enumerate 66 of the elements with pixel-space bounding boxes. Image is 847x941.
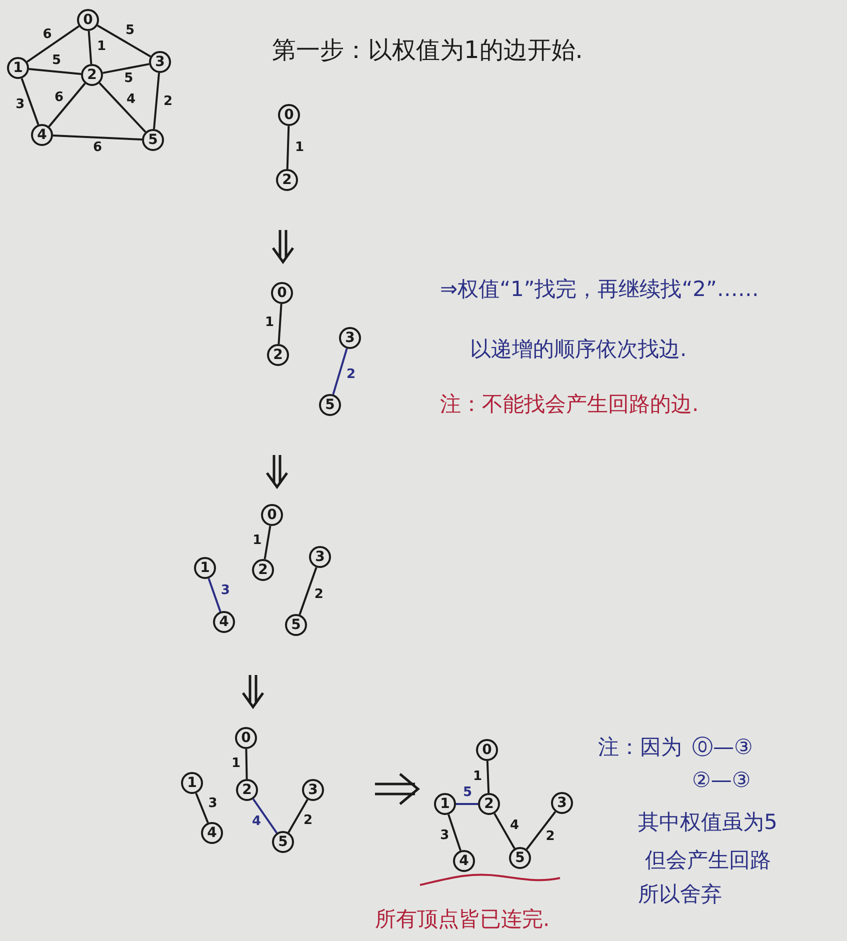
edge-line	[526, 811, 556, 850]
edge-line	[48, 82, 86, 128]
edge-line	[278, 304, 282, 344]
edge-line	[486, 760, 490, 794]
note-text: 所有顶点皆已连完.	[375, 906, 550, 933]
note-text: ②—③	[692, 768, 751, 792]
edge-line	[448, 814, 462, 851]
edge-line	[288, 799, 308, 833]
note-text: ⓪—③	[692, 734, 753, 761]
vertex-circle: 4	[31, 124, 53, 146]
edge-line	[456, 803, 478, 805]
vertex-circle: 3	[339, 327, 361, 349]
vertex-circle: 4	[453, 850, 475, 872]
note-text: 注：不能找会产生回路的边.	[440, 391, 699, 418]
vertex-circle: 3	[149, 51, 171, 73]
vertex-circle: 4	[201, 822, 223, 844]
vertex-circle: 3	[302, 779, 324, 801]
vertex-circle: 0	[476, 739, 498, 761]
vertex-circle: 2	[478, 793, 500, 815]
edge-line	[298, 567, 318, 615]
vertex-circle: 0	[261, 504, 283, 526]
vertex-circle: 0	[271, 282, 293, 304]
note-text: 以递增的顺序依次找边.	[470, 336, 687, 363]
edge-line	[20, 78, 40, 125]
edge-line	[245, 748, 248, 780]
vertex-circle: 1	[181, 772, 203, 794]
edge-line	[102, 63, 150, 74]
note-text: 所以舍弃	[638, 881, 722, 908]
edge-line	[195, 792, 209, 824]
edge-line	[152, 72, 160, 130]
edge-line	[97, 24, 151, 58]
vertex-circle: 1	[194, 557, 216, 579]
vertex-circle: 5	[319, 394, 341, 416]
vertex-circle: 5	[142, 129, 164, 151]
vertex-circle: 1	[7, 57, 29, 79]
vertex-circle: 5	[509, 847, 531, 869]
note-text: ⇒权值“1”找完，再继续找“2”……	[440, 276, 759, 303]
note-text: 但会产生回路	[645, 847, 771, 874]
edge-line	[494, 813, 516, 849]
note-text: 注：因为	[598, 734, 682, 761]
vertex-circle: 5	[285, 614, 307, 636]
edge-line	[26, 25, 80, 63]
vertex-circle: 0	[278, 104, 300, 126]
vertex-circle: 2	[267, 344, 289, 366]
vertex-circle: 2	[81, 64, 103, 86]
edge-line	[208, 578, 222, 612]
vertex-circle: 3	[551, 792, 573, 814]
edge-line	[52, 134, 142, 140]
vertex-circle: 0	[235, 727, 257, 749]
vertex-circle: 2	[252, 559, 274, 581]
vertex-circle: 5	[272, 831, 294, 853]
vertex-circle: 1	[434, 793, 456, 815]
edge-line	[286, 126, 290, 170]
edge-line	[252, 798, 278, 834]
step-title: 第一步：以权值为1的边开始.	[272, 35, 583, 66]
vertex-circle: 2	[236, 779, 258, 801]
edge-line	[98, 82, 146, 133]
vertex-circle: 4	[213, 611, 235, 633]
note-text: 其中权值虽为5	[638, 809, 778, 836]
edge-line	[264, 526, 272, 560]
vertex-circle: 3	[309, 546, 331, 568]
edge-line	[88, 30, 92, 64]
vertex-circle: 2	[276, 169, 298, 191]
edge-line	[332, 348, 348, 395]
vertex-circle: 0	[77, 9, 99, 31]
edge-line	[28, 68, 82, 75]
